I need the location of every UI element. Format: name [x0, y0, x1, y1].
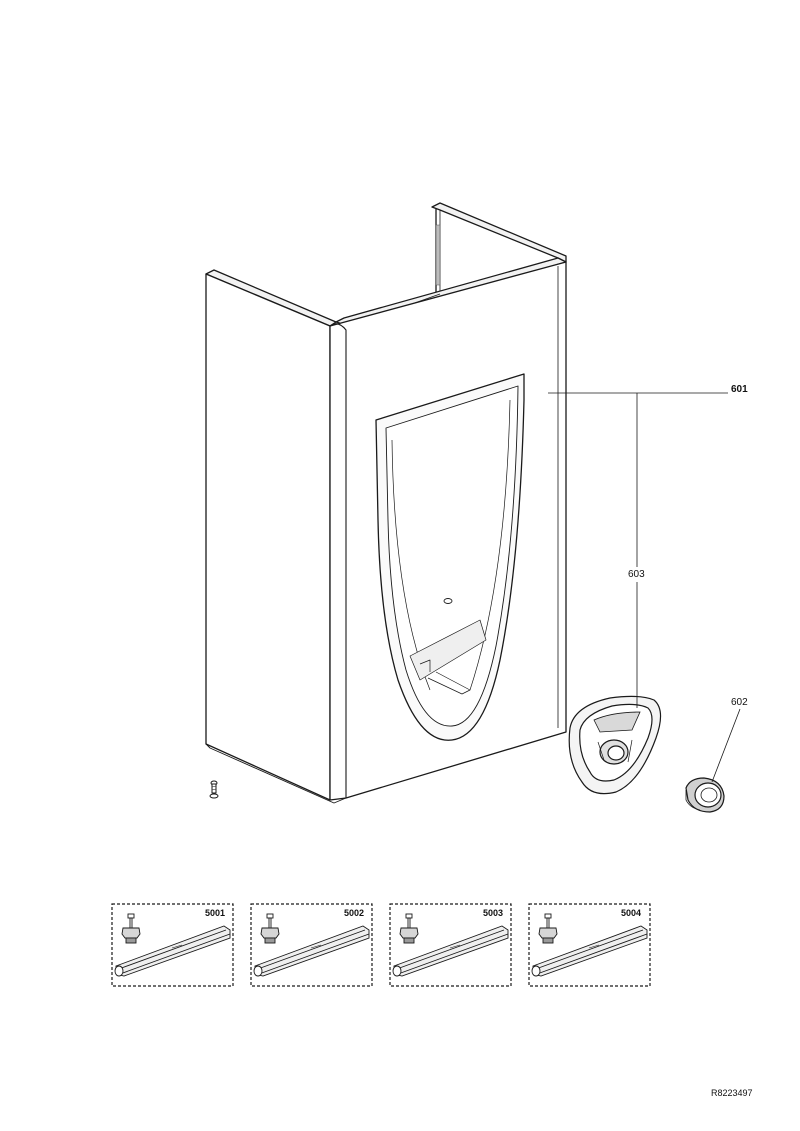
- kit-box-5004: [528, 903, 651, 987]
- callout-603: 603: [628, 569, 645, 580]
- casing-assembly: [205, 202, 567, 804]
- callout-602: 602: [731, 697, 748, 708]
- kit-label-5001: 5001: [205, 908, 226, 918]
- kit-box-5003: [389, 903, 512, 987]
- kit-label-5004: 5004: [621, 908, 642, 918]
- valve-icon: [538, 913, 558, 944]
- kit-box-5001: [111, 903, 234, 987]
- casing-left-panel: [205, 273, 331, 801]
- drawing-reference: R8223497: [711, 1088, 753, 1098]
- leader-602: [711, 708, 741, 783]
- valve-icon: [121, 913, 141, 944]
- knob: [685, 777, 725, 813]
- profile-bar-icon: [114, 925, 231, 977]
- kit-box-5002: [250, 903, 373, 987]
- callout-601: 601: [731, 384, 748, 395]
- casing-back-flange: [431, 202, 567, 263]
- profile-bar-icon: [253, 925, 370, 977]
- profile-bar-icon: [392, 925, 509, 977]
- leader-lines: [548, 392, 741, 783]
- kit-label-5002: 5002: [344, 908, 365, 918]
- profile-bar-icon: [531, 925, 648, 977]
- kit-label-5003: 5003: [483, 908, 504, 918]
- valve-icon: [399, 913, 419, 944]
- kit-boxes: [111, 903, 651, 987]
- control-bezel: [568, 695, 662, 795]
- screw-icon: [209, 780, 219, 799]
- valve-icon: [260, 913, 280, 944]
